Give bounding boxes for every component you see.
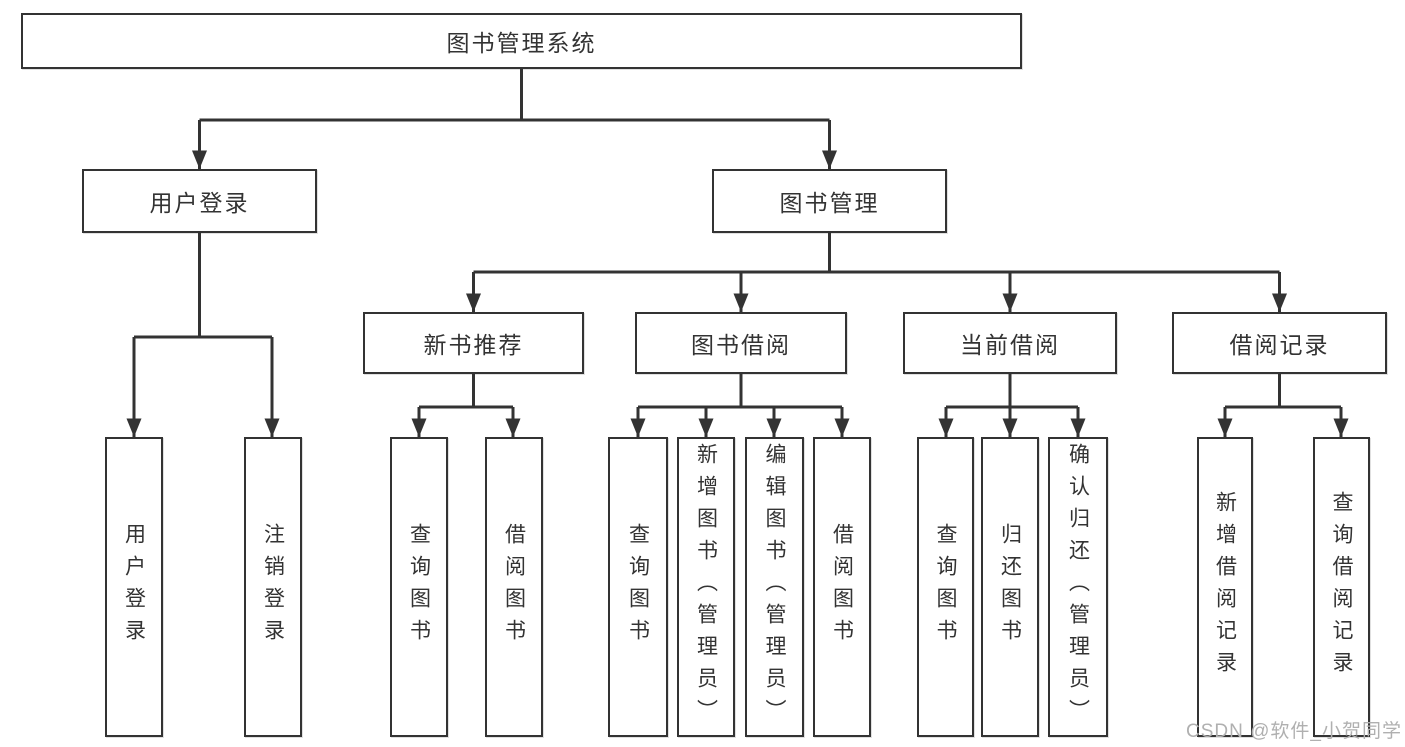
node-borrow-record: 借阅记录 (1172, 312, 1387, 374)
leaf-query-book-1: 查询图书 (390, 437, 448, 737)
node-new-book-recommend-label: 新书推荐 (423, 332, 524, 358)
leaf-query-borrow-record: 查询借阅记录 (1313, 437, 1370, 737)
leaf-add-borrow-record-label: 新增借阅记录 (1213, 491, 1237, 683)
leaf-edit-book-admin: 编辑图书（管理员） (745, 437, 804, 737)
node-current-borrow-label: 当前借阅 (960, 332, 1060, 358)
leaf-add-borrow-record: 新增借阅记录 (1197, 437, 1253, 737)
node-root-label: 图书管理系统 (446, 30, 597, 56)
leaf-borrow-book-1-label: 借阅图书 (502, 523, 526, 651)
leaf-user-login-label: 用户登录 (122, 523, 146, 651)
leaf-confirm-return-admin: 确认归还（管理员） (1048, 437, 1108, 737)
connector-book-management-children (466, 233, 1287, 312)
node-book-borrow: 图书借阅 (635, 312, 847, 374)
leaf-add-book-admin: 新增图书（管理员） (677, 437, 735, 737)
leaf-query-book-2: 查询图书 (608, 437, 668, 737)
connector-current-borrow-children (938, 374, 1086, 437)
leaf-query-book-3: 查询图书 (917, 437, 974, 737)
leaf-return-book-label: 归还图书 (998, 523, 1022, 651)
leaf-query-book-2-label: 查询图书 (626, 523, 650, 651)
leaf-user-login: 用户登录 (105, 437, 163, 737)
node-borrow-record-label: 借阅记录 (1229, 332, 1330, 358)
leaf-add-book-admin-label: 新增图书（管理员） (694, 443, 718, 731)
leaf-confirm-return-admin-label: 确认归还（管理员） (1066, 443, 1090, 731)
connector-new-book-children (411, 374, 521, 437)
node-user-login: 用户登录 (82, 169, 317, 233)
csdn-watermark: CSDN @软件_小贺同学 (1186, 721, 1402, 742)
leaf-borrow-book-1: 借阅图书 (485, 437, 543, 737)
node-book-borrow-label: 图书借阅 (691, 332, 791, 358)
node-book-management-label: 图书管理 (779, 190, 880, 216)
leaf-edit-book-admin-label: 编辑图书（管理员） (763, 443, 786, 731)
leaf-query-book-1-label: 查询图书 (407, 523, 431, 651)
node-user-login-label: 用户登录 (149, 190, 250, 216)
node-new-book-recommend: 新书推荐 (363, 312, 584, 374)
leaf-borrow-book-2: 借阅图书 (813, 437, 871, 737)
leaf-logout-label: 注销登录 (261, 523, 285, 651)
node-root: 图书管理系统 (21, 13, 1022, 69)
leaf-query-book-3-label: 查询图书 (934, 523, 957, 651)
connector-user-login-children (126, 233, 280, 437)
connector-root-to-level1 (192, 69, 837, 169)
connector-book-borrow-children (630, 374, 850, 437)
leaf-query-borrow-record-label: 查询借阅记录 (1330, 491, 1353, 683)
node-book-management: 图书管理 (712, 169, 947, 233)
leaf-return-book: 归还图书 (981, 437, 1039, 737)
leaf-borrow-book-2-label: 借阅图书 (830, 523, 854, 651)
connector-borrow-record-children (1217, 374, 1349, 437)
node-current-borrow: 当前借阅 (903, 312, 1117, 374)
leaf-logout: 注销登录 (244, 437, 302, 737)
